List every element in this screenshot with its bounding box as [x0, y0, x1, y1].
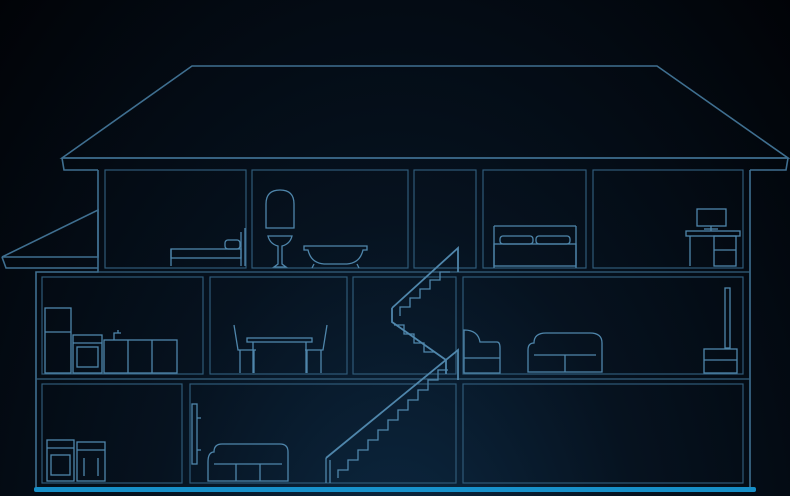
washer-icon	[46, 439, 75, 482]
dryer-icon	[76, 441, 106, 482]
room-kitchen	[41, 276, 204, 375]
room-bedroom-left	[104, 169, 247, 269]
wall-tv-icon	[191, 403, 201, 465]
room-bedroom-right	[482, 169, 587, 269]
mirror-icon	[265, 189, 295, 229]
room-bathroom	[251, 169, 409, 269]
room-stair-hall	[352, 276, 457, 375]
dining-chair-right-icon	[305, 324, 328, 373]
house-walls	[35, 170, 751, 487]
fridge-icon	[44, 307, 72, 374]
tv-icon	[703, 287, 738, 374]
ground-line	[34, 487, 756, 492]
desk-icon	[685, 230, 741, 267]
room-living	[462, 276, 744, 375]
sofa-icon	[527, 332, 603, 373]
armchair-icon	[463, 329, 501, 374]
room-family	[189, 383, 457, 484]
side-roof	[1, 208, 99, 269]
sink-icon	[267, 235, 293, 268]
staircase-icon	[325, 245, 459, 483]
dining-table-icon	[246, 337, 313, 373]
bed-icon	[170, 228, 246, 266]
kitchen-counter-icon	[103, 330, 178, 374]
room-dining	[209, 276, 348, 375]
room-closet	[413, 169, 477, 269]
basement-sofa-icon	[207, 443, 289, 482]
double-bed-icon	[493, 225, 577, 268]
bathtub-icon	[303, 245, 368, 269]
room-basement	[462, 383, 744, 484]
dining-chair-left-icon	[233, 324, 256, 373]
room-office	[592, 169, 744, 269]
main-roof	[59, 65, 790, 171]
room-laundry	[41, 383, 183, 484]
monitor-icon	[696, 208, 727, 231]
stove-icon	[72, 334, 103, 374]
